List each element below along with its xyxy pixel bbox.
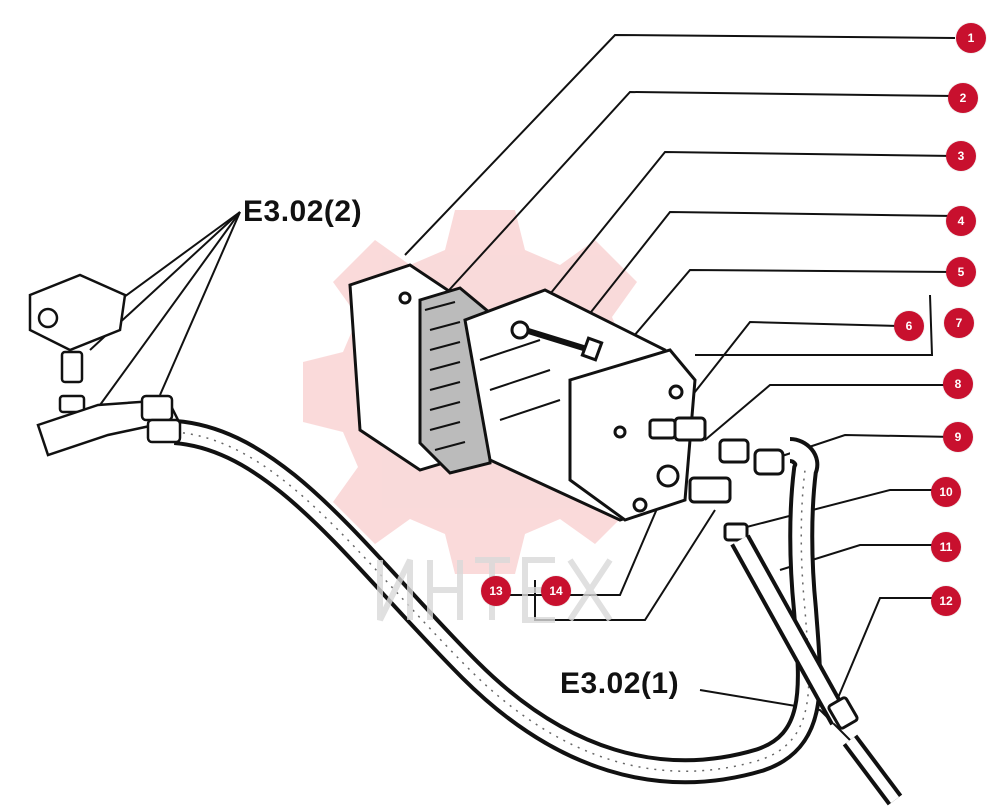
reference-label-e3-02-2[interactable]: E3.02(2) [243,195,363,228]
callout-11[interactable]: 11 [931,532,961,562]
callout-13[interactable]: 13 [481,576,511,606]
hoses [173,419,903,806]
reference-label-e3-02-1[interactable]: E3.02(1) [560,667,680,700]
callout-9[interactable]: 9 [943,422,973,452]
callout-12[interactable]: 12 [931,586,961,616]
leader-14 [534,509,716,621]
bolt [510,320,604,362]
fittings [648,416,785,542]
callout-4[interactable]: 4 [946,206,976,236]
leader-10 [734,489,945,531]
callout-8[interactable]: 8 [943,369,973,399]
leader-2 [439,90,956,301]
leader-8 [704,384,955,441]
leader-7 [695,294,934,356]
leader-6 [664,320,901,431]
callout-2[interactable]: 2 [948,83,978,113]
pump-assembly [348,263,785,542]
leader-12 [834,597,945,706]
callout-10[interactable]: 10 [931,477,961,507]
relief-valve [28,273,182,457]
leader-1 [404,33,956,256]
callout-14[interactable]: 14 [541,576,571,606]
callout-6[interactable]: 6 [894,311,924,341]
watermark-text-shapes [377,557,613,623]
callout-7[interactable]: 7 [944,308,974,338]
callout-5[interactable]: 5 [946,257,976,287]
callout-1[interactable]: 1 [956,23,986,53]
leader-4 [564,210,956,346]
leader-3 [524,150,956,326]
callout-3[interactable]: 3 [946,141,976,171]
